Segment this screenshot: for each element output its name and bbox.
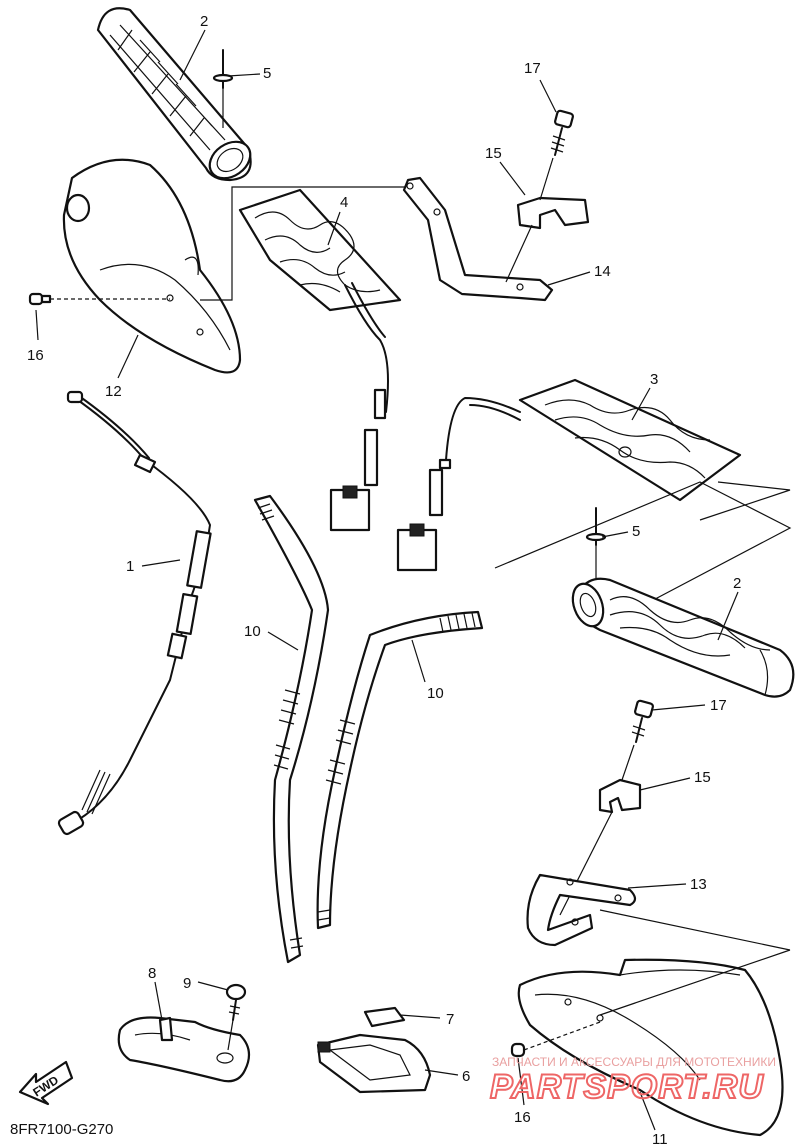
callout-15-upper: 15 bbox=[485, 145, 502, 162]
callout-10-left: 10 bbox=[244, 623, 261, 640]
grip-upper-left[interactable] bbox=[96, 7, 257, 186]
callout-labels: 2 5 4 17 15 14 16 12 3 5 2 1 10 10 17 15… bbox=[27, 13, 741, 1146]
hand-guard-right[interactable] bbox=[517, 958, 784, 1137]
callout-2-lower: 2 bbox=[733, 575, 741, 592]
bar-end-cover[interactable] bbox=[117, 1016, 251, 1083]
pad[interactable] bbox=[363, 1006, 406, 1028]
callout-16-upper: 16 bbox=[27, 347, 44, 364]
callout-9: 9 bbox=[183, 975, 191, 992]
rivet-upper[interactable] bbox=[212, 49, 234, 128]
handlebar-right[interactable] bbox=[316, 610, 484, 930]
callout-10-right: 10 bbox=[427, 685, 444, 702]
callout-5-upper: 5 bbox=[263, 65, 271, 82]
throttle-cable[interactable] bbox=[57, 390, 212, 836]
callout-7: 7 bbox=[446, 1011, 454, 1028]
callout-5-lower: 5 bbox=[632, 523, 640, 540]
mount-bracket-upper[interactable] bbox=[402, 176, 554, 302]
grip-heater-left[interactable] bbox=[238, 188, 402, 532]
callout-14: 14 bbox=[594, 263, 611, 280]
bolt-upper[interactable] bbox=[539, 109, 574, 201]
mount-bracket-lower[interactable] bbox=[526, 873, 637, 947]
grip-heater-right[interactable] bbox=[396, 378, 742, 572]
leader-lines bbox=[35, 29, 739, 1131]
watermark-tagline: ЗАПЧАСТИ И АКСЕССУАРЫ ДЛЯ МОТОТЕХНИКИ bbox=[492, 1055, 776, 1069]
handlebar-left[interactable] bbox=[253, 494, 330, 964]
callout-6: 6 bbox=[462, 1068, 470, 1085]
callout-11: 11 bbox=[652, 1131, 668, 1146]
callout-16-lower: 16 bbox=[514, 1109, 531, 1126]
diagram-code: 8FR7100-G270 bbox=[10, 1121, 113, 1138]
screw-lower-right[interactable] bbox=[510, 1021, 601, 1058]
callout-17-lower: 17 bbox=[710, 697, 727, 714]
hand-guard-left[interactable] bbox=[62, 158, 242, 374]
clamp-upper[interactable] bbox=[505, 196, 590, 283]
callout-1: 1 bbox=[126, 558, 134, 575]
callout-17-upper: 17 bbox=[524, 60, 541, 77]
callout-8: 8 bbox=[148, 965, 156, 982]
fwd-arrow-icon: FWD bbox=[18, 1060, 74, 1106]
screw-bar-end[interactable] bbox=[225, 983, 247, 1051]
grip-lower-right[interactable] bbox=[567, 577, 795, 698]
clamp-lower[interactable] bbox=[559, 778, 642, 916]
callout-3: 3 bbox=[650, 371, 658, 388]
callout-12: 12 bbox=[105, 383, 122, 400]
callout-2-upper: 2 bbox=[200, 13, 208, 30]
watermark-logo: PARTSPORT.RU bbox=[490, 1068, 764, 1106]
callout-13: 13 bbox=[690, 876, 707, 893]
callout-4: 4 bbox=[340, 194, 348, 211]
mount-base[interactable] bbox=[316, 1033, 432, 1094]
watermark: ЗАПЧАСТИ И АКСЕССУАРЫ ДЛЯ МОТОТЕХНИКИ PA… bbox=[489, 1055, 776, 1107]
screw-upper-left[interactable] bbox=[28, 292, 170, 306]
bolt-lower[interactable] bbox=[621, 699, 654, 781]
callout-15-lower: 15 bbox=[694, 769, 711, 786]
